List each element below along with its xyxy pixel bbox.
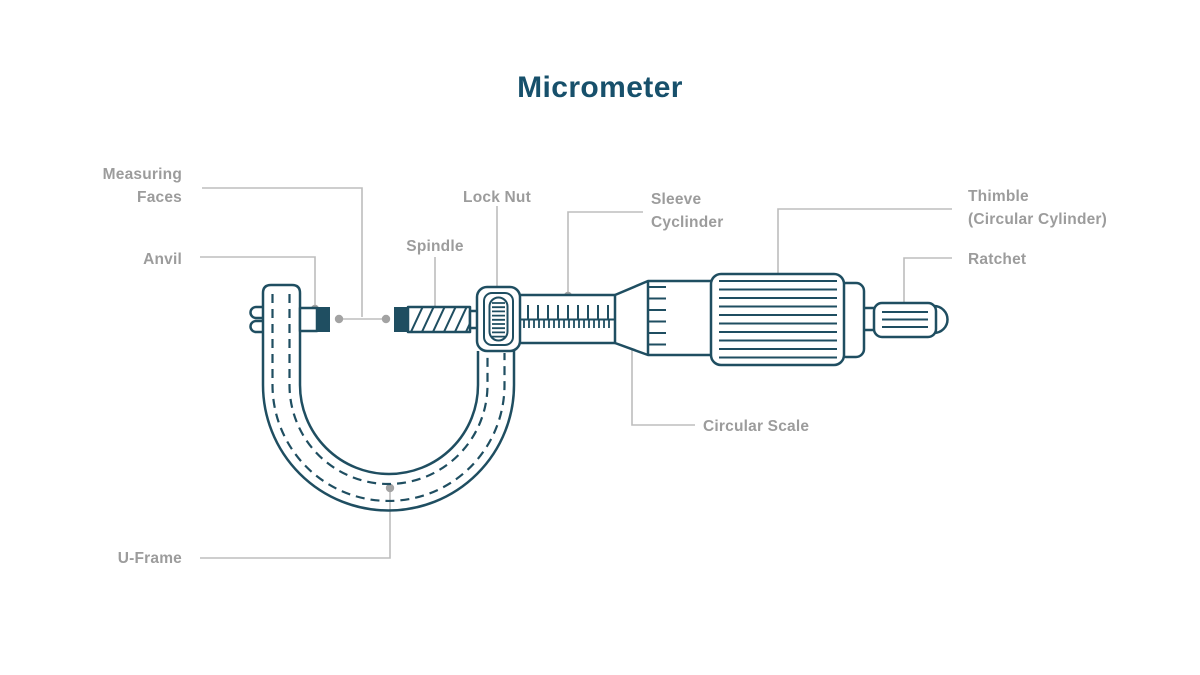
thimble-knurling: [719, 280, 837, 359]
label-thimble: Thimble (Circular Cylinder): [968, 186, 1107, 231]
ratchet-knurling: [882, 311, 928, 328]
leader-line-u-frame: [200, 491, 391, 559]
ratchet-shape: [872, 301, 949, 339]
spindle-hatching: [409, 307, 470, 332]
label-sleeve-line1: Sleeve: [651, 191, 702, 208]
label-sleeve-line2: Cyclinder: [651, 213, 724, 231]
leader-dot-measuring-right: [381, 314, 391, 324]
anvil-measuring-face: [316, 307, 330, 332]
ratchet-dome: [932, 304, 949, 335]
label-measuring-faces-line2: Faces: [137, 188, 182, 206]
circular-scale-shape: [613, 279, 714, 357]
label-circular-scale: Circular Scale: [703, 416, 809, 439]
spindle-measuring-face: [394, 307, 409, 332]
sleeve-minor-ticks: [523, 319, 610, 328]
label-sleeve-cylinder: Sleeve Cyclinder: [651, 189, 723, 234]
u-frame-dashed-outer: [271, 294, 506, 503]
sleeve-major-ticks: [527, 305, 609, 320]
label-anvil: Anvil: [32, 249, 182, 272]
label-thimble-line2: (Circular Cylinder): [968, 210, 1108, 228]
u-frame-left-upright: [261, 283, 302, 385]
sleeve-shape: [517, 293, 618, 345]
u-frame-prong-top: [249, 305, 264, 320]
label-thimble-line1: Thimble: [968, 188, 1029, 205]
lock-nut-ribs: [492, 302, 505, 338]
label-measuring-faces: Measuring Faces: [32, 164, 182, 209]
leader-line-sleeve: [567, 211, 643, 293]
lock-nut-shape: [475, 285, 522, 353]
spindle-shape: [394, 305, 481, 334]
label-spindle: Spindle: [355, 236, 515, 259]
u-frame-dashed-inner: [288, 294, 489, 486]
u-frame-outer-arc: [261, 351, 516, 512]
anvil-body: [298, 306, 319, 333]
leader-line-ratchet: [903, 257, 952, 309]
leader-dot-measuring-left: [334, 314, 344, 324]
circular-scale-ticks: [648, 286, 666, 346]
label-circular-scale-line1: Circular Scale: [703, 418, 810, 435]
label-lock-nut-line1: Lock Nut: [463, 189, 531, 206]
leader-line-thimble: [777, 208, 952, 280]
page-title: Micrometer: [517, 71, 683, 104]
leader-line-circular-scale: [631, 340, 695, 426]
label-ratchet-line1: Ratchet: [968, 251, 1027, 268]
u-frame-inner-arc: [298, 351, 480, 476]
u-frame-shape: [249, 283, 516, 512]
u-frame-prong-bottom: [249, 319, 264, 334]
label-ratchet: Ratchet: [968, 249, 1026, 272]
anvil-shape: [298, 306, 330, 333]
label-lock-nut: Lock Nut: [417, 187, 577, 210]
leader-lines: [200, 187, 952, 559]
label-u-frame-line1: U-Frame: [117, 550, 182, 567]
thimble-body: [709, 272, 846, 367]
leader-line-measuring-faces: [202, 187, 363, 317]
thimble-shape: [709, 272, 880, 367]
label-spindle-line1: Spindle: [406, 238, 464, 255]
label-measuring-faces-line1: Measuring: [102, 166, 182, 183]
label-u-frame: U-Frame: [32, 548, 182, 571]
leader-line-anvil: [200, 256, 316, 306]
label-anvil-line1: Anvil: [143, 251, 182, 268]
leader-dot-u-frame: [385, 483, 395, 493]
